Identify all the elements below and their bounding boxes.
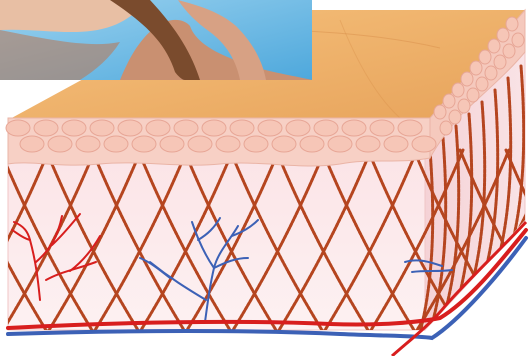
epidermis-cell: [512, 33, 524, 47]
epidermis-cell: [503, 44, 515, 58]
epidermis-cell: [449, 110, 461, 124]
epidermis-cell: [458, 99, 470, 113]
epidermis-cell: [160, 136, 184, 152]
face-photo-inset: [0, 0, 312, 80]
epidermis-cell: [48, 136, 72, 152]
epidermis-cell: [202, 120, 226, 136]
epidermis-cell: [470, 61, 482, 75]
collagen-fiber: [0, 150, 3, 335]
epidermis-cell: [467, 88, 479, 102]
epidermis-cell: [174, 120, 198, 136]
epidermis-cell: [342, 120, 366, 136]
epidermis-cell: [6, 120, 30, 136]
epidermis-cell: [230, 120, 254, 136]
epidermis-cell: [34, 120, 58, 136]
epidermis-cell: [412, 136, 436, 152]
epidermis-cell: [356, 136, 380, 152]
epidermis-cell: [434, 105, 446, 119]
epidermis-cell: [90, 120, 114, 136]
epidermis-cell: [244, 136, 268, 152]
epidermis-cell: [488, 39, 500, 53]
collagen-fiber: [0, 150, 3, 335]
epidermis-cell: [479, 50, 491, 64]
epidermis-cell: [506, 17, 518, 31]
epidermis-cell: [20, 136, 44, 152]
epidermis-cell: [461, 72, 473, 86]
epidermis-cell: [258, 120, 282, 136]
epidermis-cell: [314, 120, 338, 136]
epidermis-cell: [188, 136, 212, 152]
epidermis-cell: [146, 120, 170, 136]
epidermis-cell: [132, 136, 156, 152]
epidermis-cell: [286, 120, 310, 136]
epidermis-cell: [440, 121, 452, 135]
epidermis-cell: [328, 136, 352, 152]
epidermis-cell: [76, 136, 100, 152]
epidermis-cell: [494, 55, 506, 69]
epidermis-cell: [398, 120, 422, 136]
epidermis-cell: [300, 136, 324, 152]
epidermis-cell: [118, 120, 142, 136]
epidermis-cell: [384, 136, 408, 152]
epidermis-cell: [485, 66, 497, 80]
epidermis-cell: [272, 136, 296, 152]
epidermis-cell: [104, 136, 128, 152]
epidermis-cell: [476, 77, 488, 91]
epidermis-cell: [452, 83, 464, 97]
epidermis-cell: [62, 120, 86, 136]
epidermis-cell: [443, 94, 455, 108]
epidermis-cell: [497, 28, 509, 42]
epidermis-cell: [370, 120, 394, 136]
epidermis-cell: [216, 136, 240, 152]
